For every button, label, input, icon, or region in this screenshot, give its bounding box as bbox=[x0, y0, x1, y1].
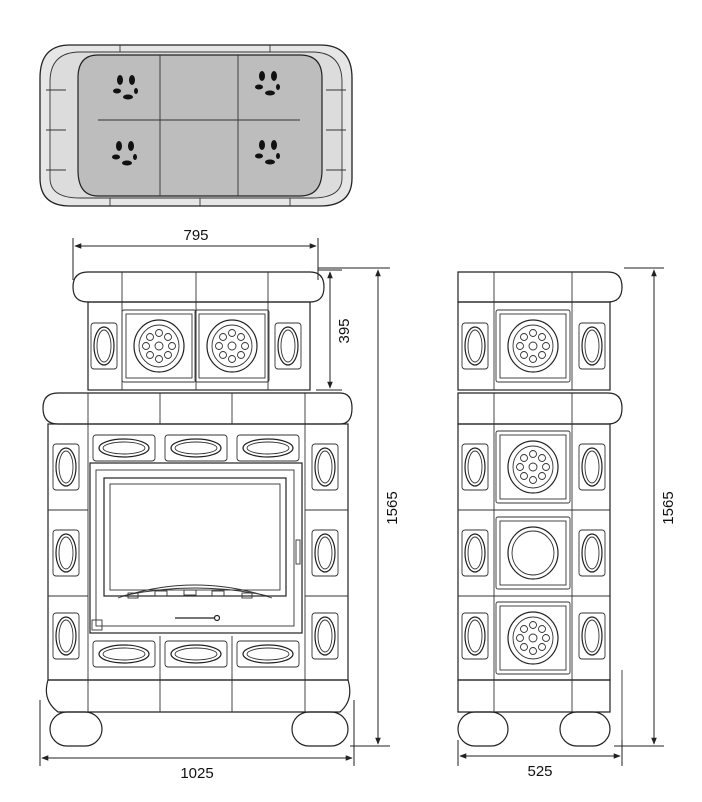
dim-width-front: 795 bbox=[183, 227, 208, 244]
top-view bbox=[39, 44, 353, 207]
dim-total-height-front: 1565 bbox=[384, 491, 401, 524]
dimension-lines bbox=[39, 238, 664, 766]
fire-door bbox=[89, 462, 303, 634]
side-view bbox=[457, 271, 623, 747]
dim-total-height-side: 1565 bbox=[660, 491, 677, 524]
front-view bbox=[42, 271, 353, 747]
dim-base-width: 1025 bbox=[180, 765, 213, 782]
dim-depth-side: 525 bbox=[527, 763, 552, 780]
dimension-labels: 795 395 1565 1025 1565 525 bbox=[180, 227, 677, 782]
dim-top-height: 395 bbox=[336, 318, 353, 343]
